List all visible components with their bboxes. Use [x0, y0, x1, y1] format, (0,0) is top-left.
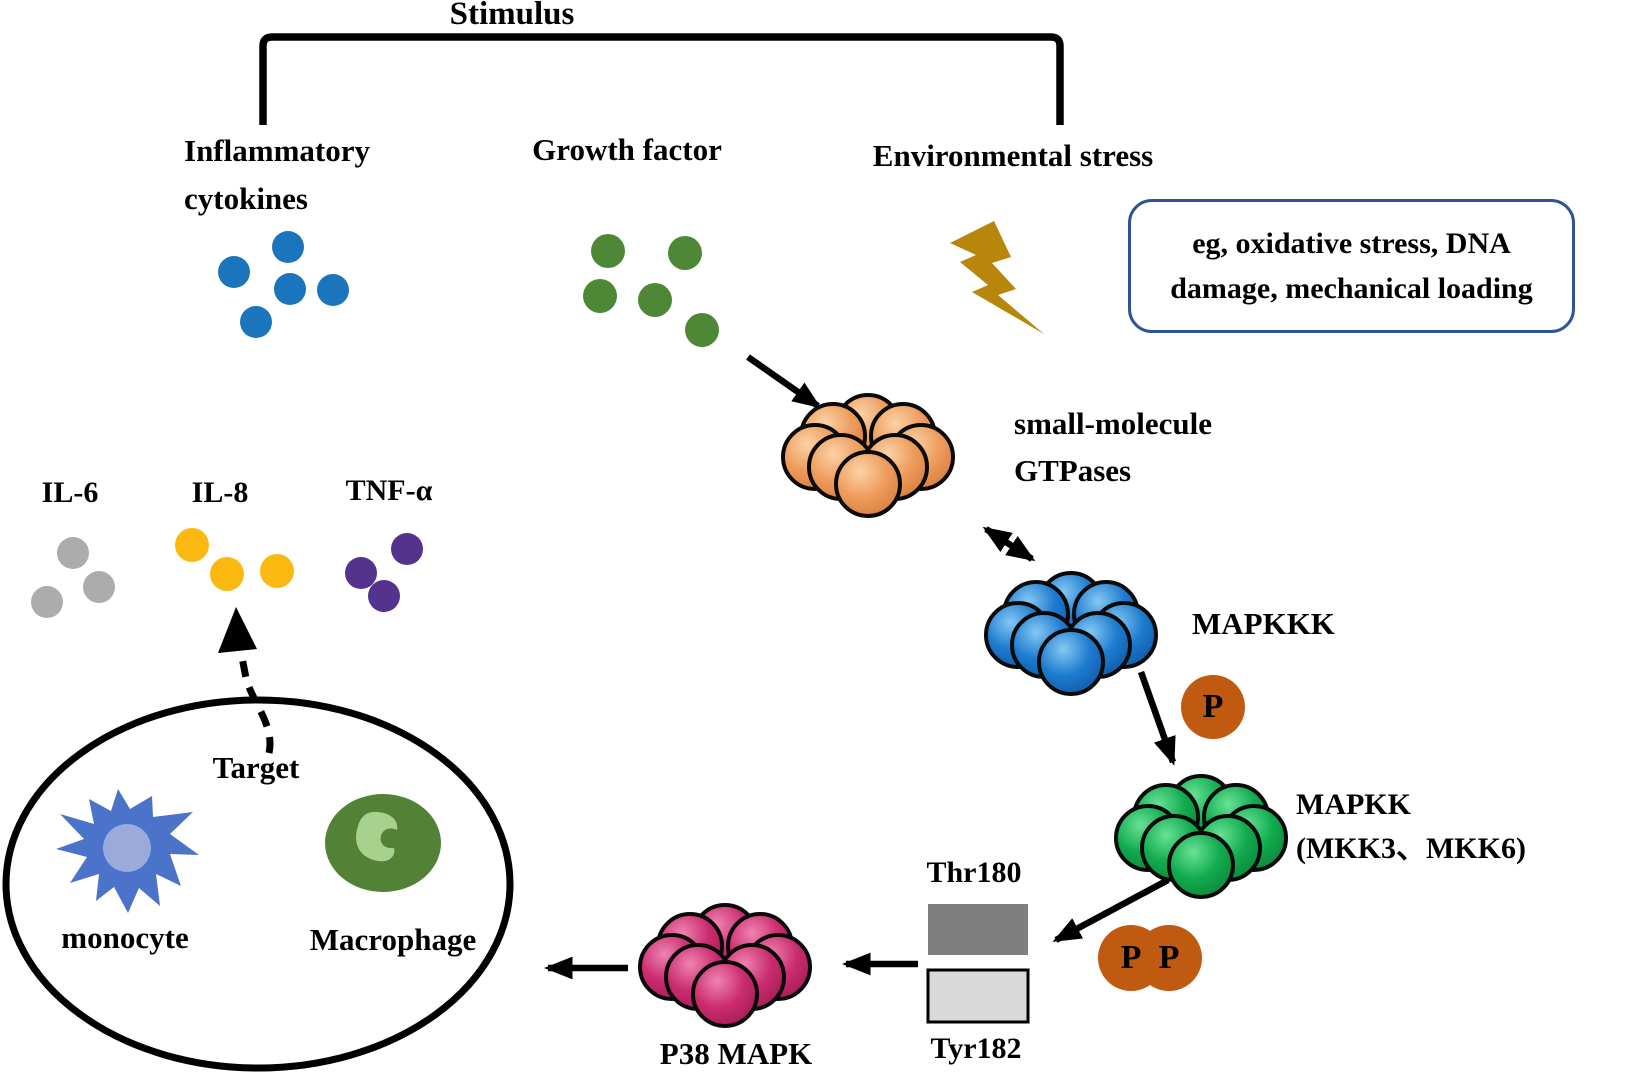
mapkkk-cluster-ball	[1037, 628, 1105, 696]
p38-cluster-ball	[691, 960, 759, 1028]
gtpases-line2: GTPases	[1014, 453, 1132, 488]
gtpases-line1: small-molecule	[1014, 406, 1213, 441]
il6-dots-dot	[83, 571, 115, 603]
growth-factor-dots-dot	[638, 283, 672, 317]
arrow-mapkk-to-sites	[1052, 877, 1170, 943]
mapkk-line1: MAPKK	[1296, 788, 1411, 821]
inflammatory-cytokine-dots	[218, 231, 349, 338]
stimulus-bracket	[259, 33, 1064, 125]
mapkkk-label: MAPKKK	[1192, 606, 1335, 641]
mapkk-cluster-ball	[1167, 831, 1235, 899]
stress-examples-box: eg, oxidative stress, DNA damage, mechan…	[1128, 199, 1575, 333]
inflammatory-cytokines-label: Inflammatory cytokines	[184, 127, 370, 223]
protein-clusters-layer	[638, 393, 1288, 1028]
mapkk-label: MAPKK (MKK3、MKK6)	[1296, 783, 1526, 871]
target-label: Target	[212, 750, 300, 785]
inflammatory-cytokine-dots-dot	[218, 256, 250, 288]
inflammatory-cytokine-dots-dot	[274, 273, 306, 305]
growth-factor-dots-dot	[685, 313, 719, 347]
phosphate-p-label-2: P	[1120, 939, 1142, 976]
stress-box-line2: damage, mechanical loading	[1170, 272, 1533, 305]
monocyte-nucleus	[103, 824, 151, 872]
macrophage-cell	[325, 794, 441, 892]
mapkkk-cluster	[984, 571, 1158, 696]
p38-mapk-label: P38 MAPK	[659, 1036, 813, 1071]
tnfa-dots-dot	[391, 533, 423, 565]
il8-dots-dot	[175, 528, 209, 562]
tnfa-dots-dot	[368, 580, 400, 612]
environmental-stress-label: Environmental stress	[872, 138, 1154, 173]
molecule-dots-layer	[31, 231, 719, 618]
tyr182-box	[926, 968, 1030, 1024]
growth-factor-dots-dot	[668, 236, 702, 270]
tnfa-dots	[345, 533, 423, 612]
growth-factor-dots-dot	[583, 279, 617, 313]
macrophage-body	[325, 794, 441, 892]
p38-cluster	[638, 903, 812, 1028]
inflammatory-cytokine-dots-dot	[240, 306, 272, 338]
arrow-target-to-cytokines	[237, 651, 274, 754]
tnfa-dots-dot	[345, 557, 377, 589]
stress-box-line1: eg, oxidative stress, DNA	[1192, 227, 1511, 260]
growth-factor-dots-dot	[591, 234, 625, 268]
il6-dots-dot	[31, 586, 63, 618]
arrow-growthfactor-to-gtpases	[746, 354, 822, 409]
macrophage-label: Macrophage	[309, 922, 477, 957]
growth-factor-dots	[583, 234, 719, 347]
arrow-gtpases-mapkkk-double	[982, 526, 1036, 562]
phosphate-p-label-3: P	[1158, 939, 1180, 976]
tnfa-label: TNF-α	[345, 474, 433, 507]
il8-label: IL-8	[191, 476, 249, 509]
phosphate-badge-1	[1181, 675, 1245, 739]
arrow-target-head	[218, 607, 257, 653]
arrow-mapkkk-to-mapkk	[1137, 670, 1177, 766]
monocyte-label: monocyte	[61, 920, 189, 955]
il6-dots	[31, 537, 115, 618]
lightning-bolt-icon	[950, 221, 1044, 334]
gtpases-label: small-molecule GTPases	[1014, 400, 1212, 494]
mapkk-line2: (MKK3、MKK6)	[1296, 832, 1526, 865]
il6-dots-dot	[57, 537, 89, 569]
thr180-label: Thr180	[926, 856, 1022, 889]
gtpases-cluster	[781, 393, 955, 518]
macrophage-nucleus	[356, 811, 398, 862]
il8-dots-dot	[210, 557, 244, 591]
inflammatory-cytokine-dots-dot	[272, 231, 304, 263]
il8-dots	[175, 528, 294, 591]
monocyte-cell	[56, 789, 199, 913]
tyr182-label: Tyr182	[930, 1032, 1022, 1065]
phosphate-p-label-1: P	[1202, 688, 1224, 725]
mapkk-cluster	[1114, 774, 1288, 899]
gtpases-cluster-ball	[834, 450, 902, 518]
inflammatory-cytokine-dots-dot	[317, 274, 349, 306]
thr180-box	[928, 904, 1028, 955]
inflammatory-line2: cytokines	[184, 181, 308, 216]
growth-factor-label: Growth factor	[532, 132, 722, 167]
stimulus-title: Stimulus	[449, 0, 575, 32]
phosphate-badge-3	[1136, 925, 1202, 991]
il8-dots-dot	[260, 554, 294, 588]
inflammatory-line1: Inflammatory	[184, 133, 370, 168]
il6-label: IL-6	[41, 476, 99, 509]
